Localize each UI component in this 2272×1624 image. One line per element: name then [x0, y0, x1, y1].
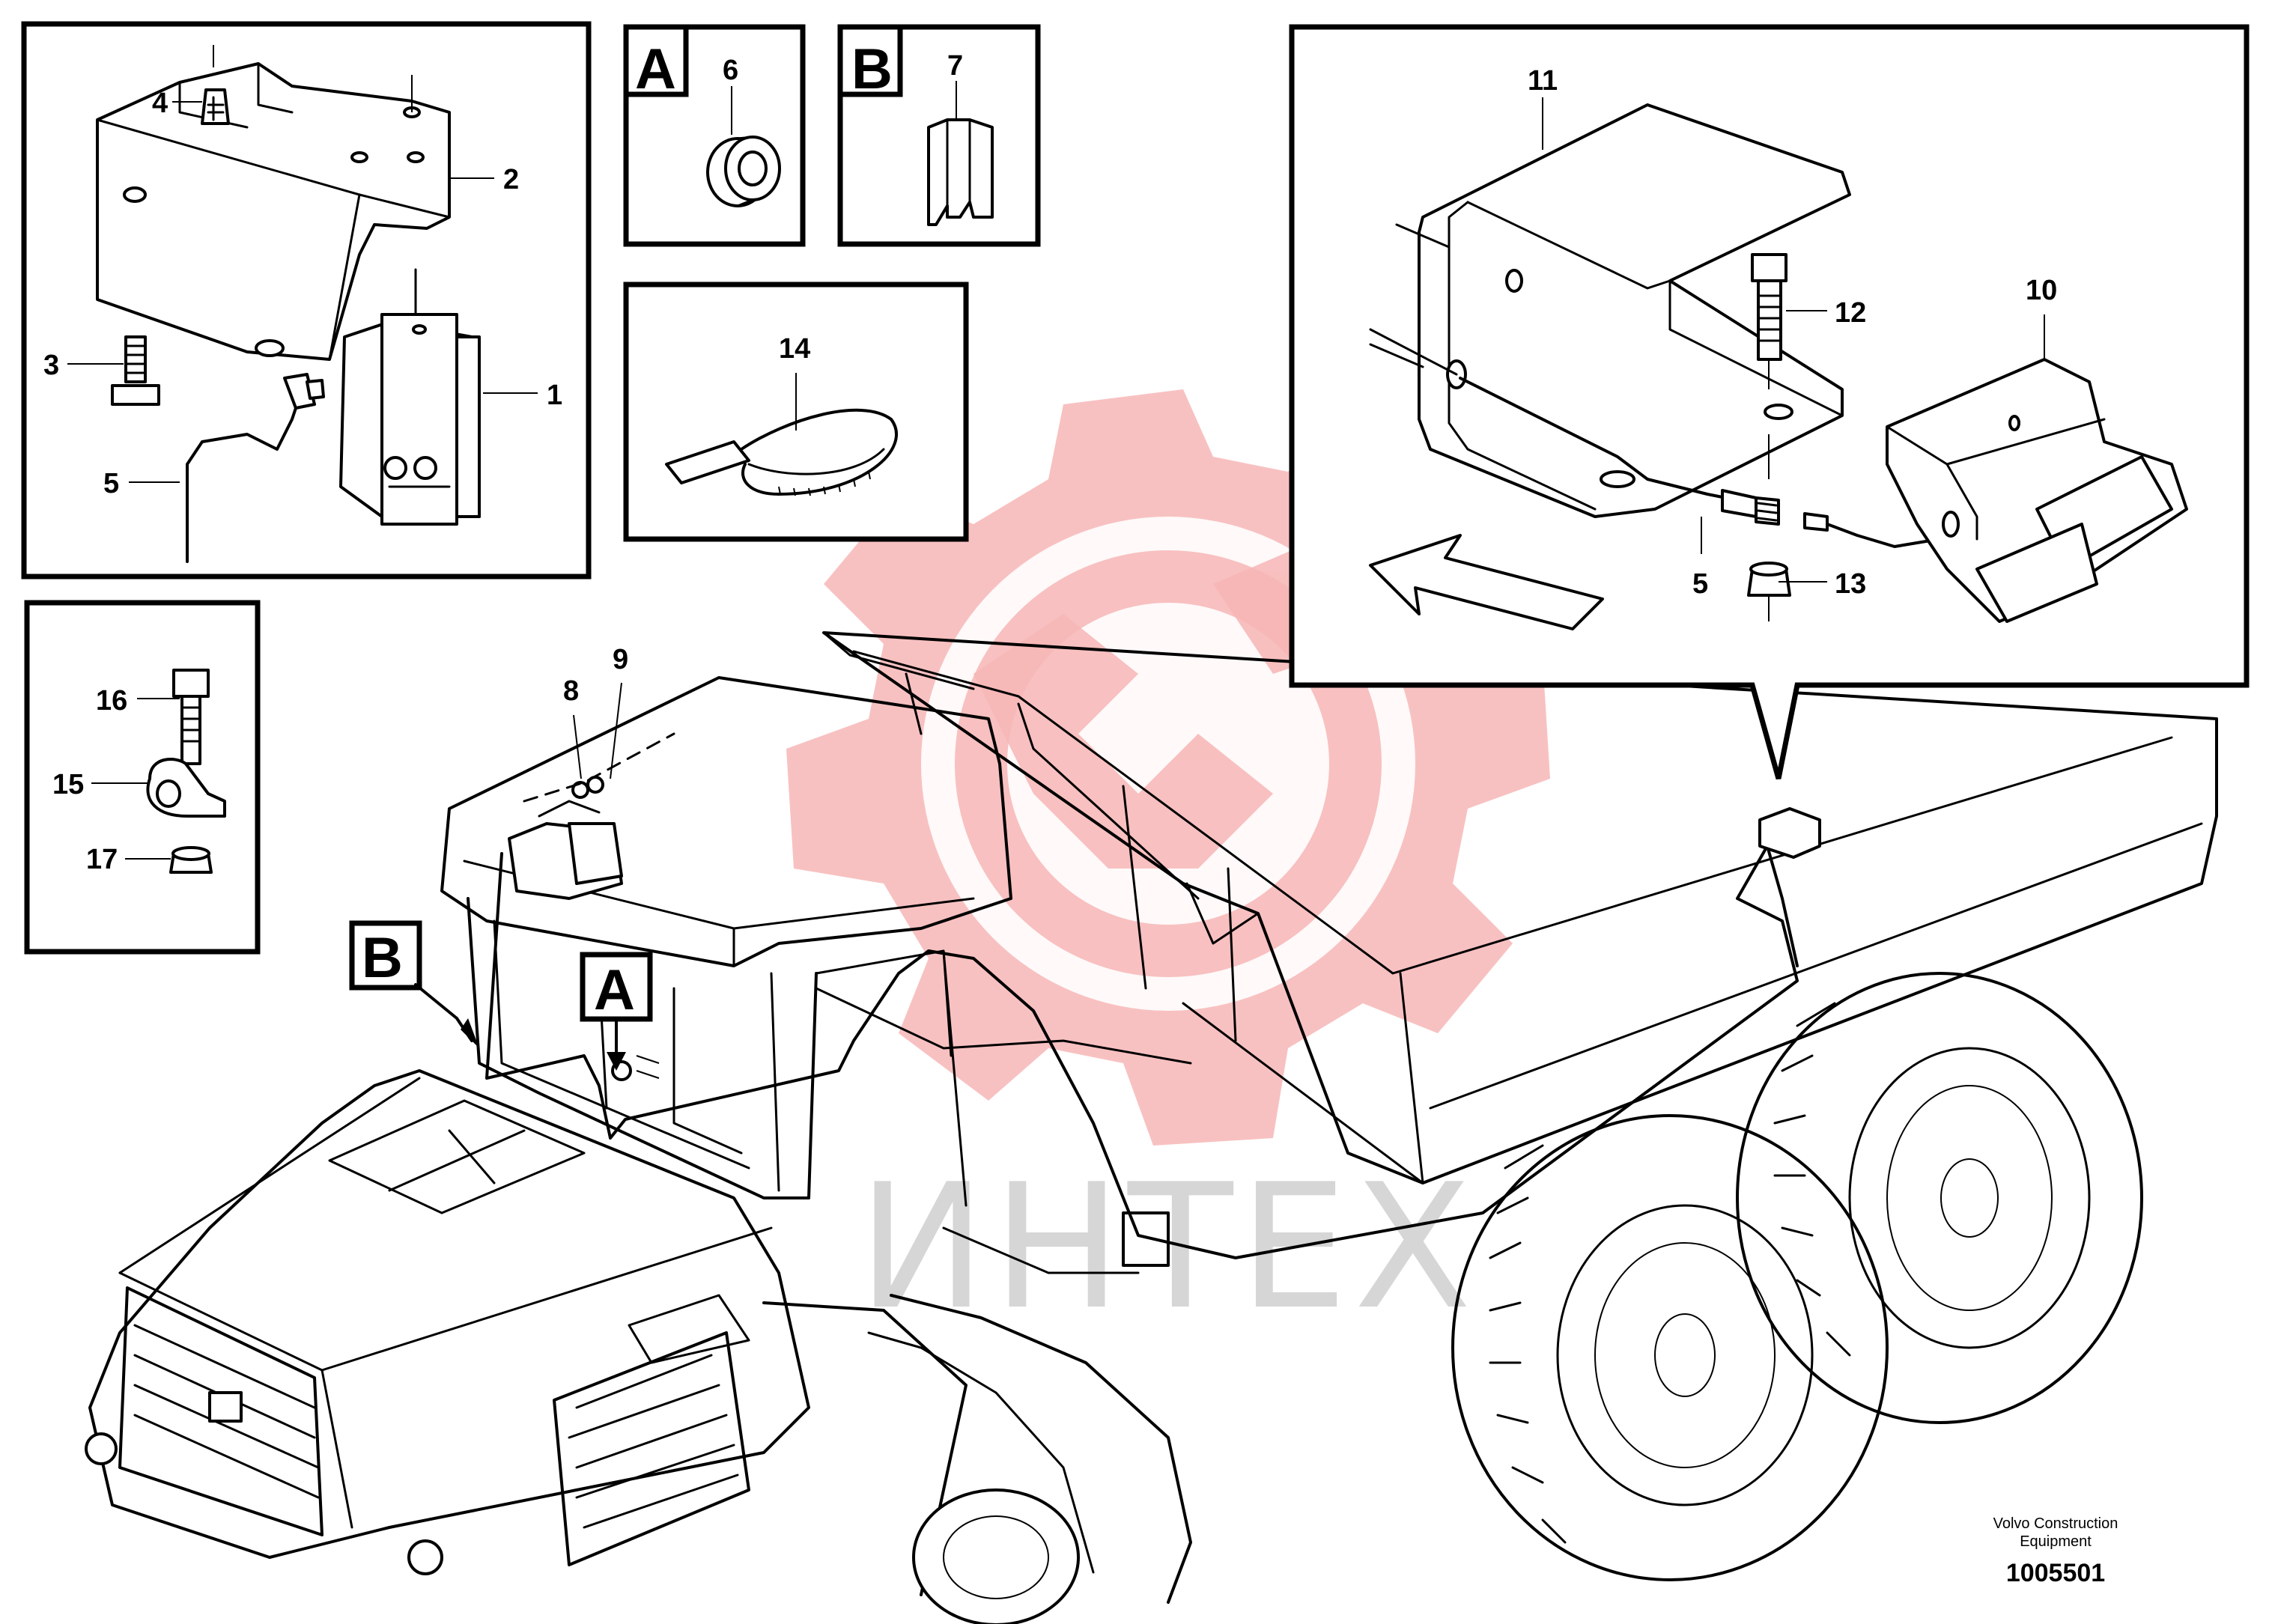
- detail-panel-bracket: [21, 21, 592, 580]
- arrow-icon: [461, 1018, 479, 1048]
- callout-11: 11: [1528, 65, 1558, 97]
- callout-12: 12: [1835, 297, 1866, 329]
- detail-panel-connection: [1289, 24, 2250, 779]
- document-number: 1005501: [2006, 1559, 2105, 1587]
- callout-4: 4: [152, 88, 168, 119]
- callout-3: 3: [43, 350, 59, 381]
- leader-lines: [67, 81, 2045, 860]
- callout-13: 13: [1835, 568, 1866, 600]
- view-marker-a-label: A: [594, 958, 635, 1022]
- callout-2: 2: [503, 164, 519, 195]
- arrow-icon: [607, 1052, 626, 1071]
- cable-route: [485, 845, 1799, 1259]
- detail-view-b: [837, 24, 1041, 247]
- callout-5-right: 5: [1692, 568, 1708, 600]
- detail-clamp: [24, 600, 261, 955]
- credit-line-1: Volvo Construction: [1993, 1515, 2118, 1532]
- callout-17: 17: [86, 844, 118, 875]
- callout-7: 7: [947, 50, 963, 82]
- callout-8: 8: [563, 675, 579, 707]
- view-markers: [349, 920, 653, 1071]
- view-marker-b-label: B: [362, 926, 403, 990]
- credit-line-2: Equipment: [2020, 1533, 2092, 1550]
- callout-16: 16: [96, 685, 127, 717]
- callout-5-left: 5: [103, 468, 119, 499]
- view-letter-b-label: B: [851, 37, 893, 101]
- callout-15: 15: [52, 769, 84, 800]
- callout-9: 9: [613, 644, 628, 675]
- callout-14: 14: [779, 333, 810, 365]
- machine-illustration: [85, 631, 2218, 1624]
- detail-view-a: [623, 24, 806, 247]
- callout-6: 6: [723, 55, 738, 86]
- callout-10: 10: [2026, 275, 2057, 306]
- labels: A B B A 4 2 3 1 5 6 7 14 16 15 17 8 9 11…: [43, 37, 2118, 1587]
- view-letter-a-label: A: [635, 37, 676, 101]
- callout-1: 1: [547, 380, 562, 411]
- arrow-icon: [1369, 534, 1604, 630]
